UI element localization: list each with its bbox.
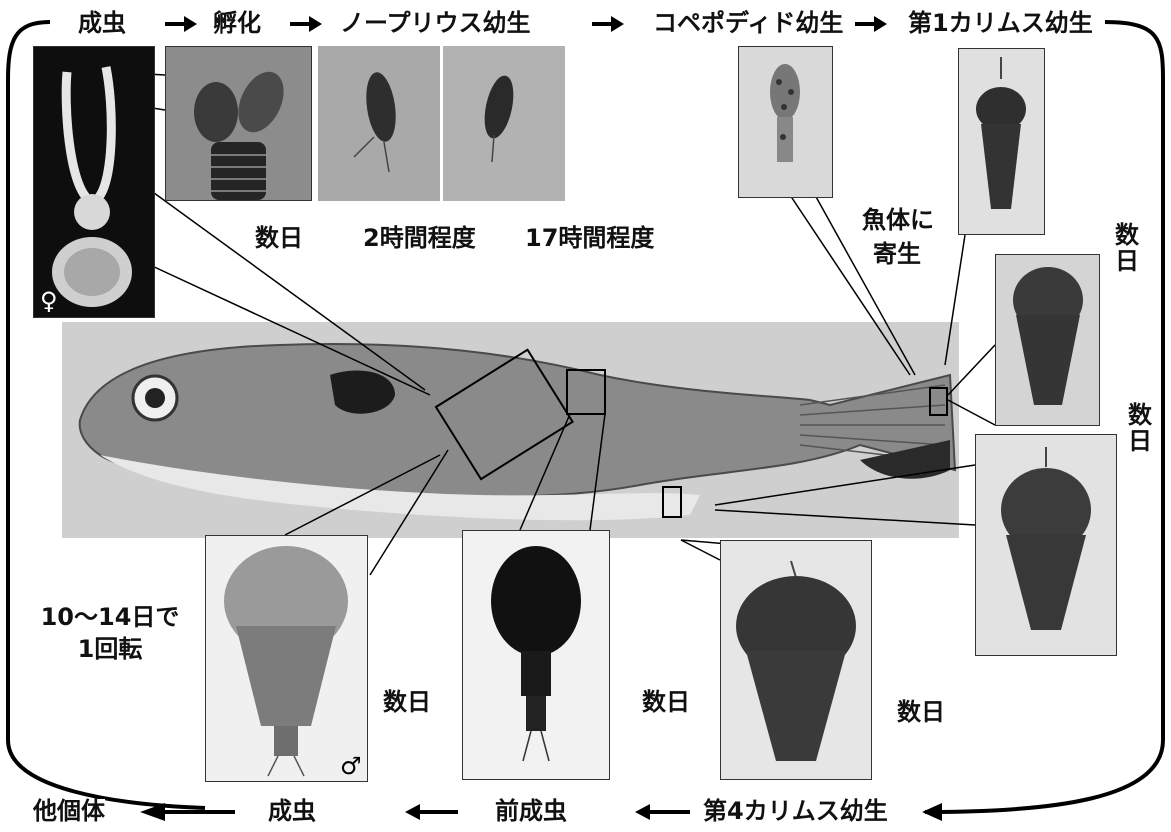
label-preadult: 前成虫 — [495, 799, 567, 823]
nauplius-photo-2 — [443, 46, 565, 201]
preadult-photo — [462, 530, 610, 780]
label-nauplius: ノープリウス幼生 — [340, 11, 531, 35]
label-adult-top: 成虫 — [78, 11, 126, 35]
label-copepodid: コペポディド幼生 — [653, 11, 843, 35]
duration-chalimus2-vertical: 数日 — [1126, 402, 1154, 454]
note-parasitize-line1: 魚体に — [862, 208, 932, 232]
chalimus1-photo — [958, 48, 1045, 235]
duration-nauplius-1: 2時間程度 — [363, 226, 476, 250]
duration-chalimus4: 数日 — [897, 700, 945, 724]
note-cycle-line2: 1回転 — [35, 637, 185, 661]
label-other-individual: 他個体 — [33, 799, 105, 823]
female-symbol: ♀ — [40, 287, 58, 315]
arrow-to-chalimus4 — [922, 803, 942, 821]
duration-chalimus1-vertical: 数日 — [1113, 222, 1141, 274]
label-hatch: 孵化 — [213, 11, 261, 35]
female-adult-photo — [33, 46, 155, 318]
note-parasitize-line2: 寄生 — [862, 242, 932, 266]
chalimus4-photo — [720, 540, 872, 780]
duration-chalimus2-text: 数日 — [1126, 402, 1154, 454]
duration-male: 数日 — [383, 690, 431, 714]
label-chalimus1: 第1カリムス幼生 — [908, 11, 1093, 35]
label-chalimus4: 第4カリムス幼生 — [703, 799, 888, 823]
duration-nauplius-2: 17時間程度 — [525, 226, 654, 250]
duration-preadult: 数日 — [642, 690, 690, 714]
duration-hatch: 数日 — [255, 226, 303, 250]
male-symbol: ♂ — [340, 752, 362, 780]
duration-chalimus1-text: 数日 — [1113, 222, 1141, 274]
chalimus3-photo — [975, 434, 1117, 656]
note-cycle-line1: 10〜14日で — [35, 605, 185, 629]
label-adult-bottom: 成虫 — [268, 799, 316, 823]
chalimus2-photo — [995, 254, 1100, 426]
nauplius-photo-1 — [318, 46, 440, 201]
copepodid-photo — [738, 46, 833, 198]
male-adult-photo — [205, 535, 368, 782]
hatching-egg-photo — [165, 46, 312, 201]
